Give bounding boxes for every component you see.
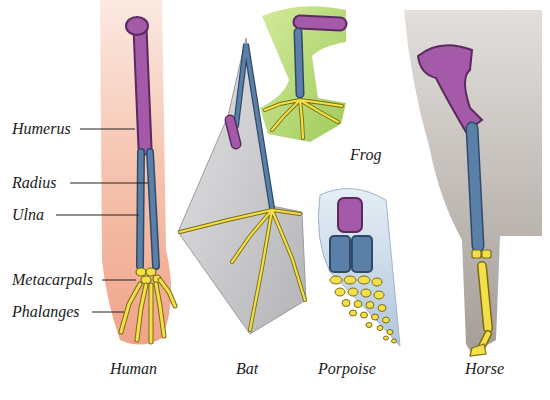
porpoise-ulna bbox=[330, 236, 350, 272]
porpoise-skin bbox=[318, 189, 400, 346]
porpoise-flipper bbox=[318, 189, 400, 346]
horse-carpal-bones bbox=[470, 250, 491, 356]
horse-skin bbox=[404, 10, 542, 354]
bat-finger-bones bbox=[180, 210, 305, 330]
animal-name: Frog bbox=[350, 146, 381, 164]
frog-skin bbox=[260, 6, 346, 142]
porpoise-humerus bbox=[338, 198, 362, 232]
horse-cannon-bone bbox=[482, 266, 488, 328]
porpoise-hand-bones bbox=[330, 276, 397, 343]
radius-bone bbox=[150, 152, 156, 266]
porpoise-radius bbox=[352, 236, 372, 272]
bat-humerus bbox=[230, 120, 236, 144]
bat-membrane bbox=[178, 38, 306, 334]
part-name: Metacarpals bbox=[12, 271, 93, 289]
horse-leg bbox=[404, 10, 542, 356]
animal-name: Bat bbox=[236, 360, 258, 378]
animal-name: Human bbox=[110, 360, 157, 378]
frog-limb bbox=[260, 6, 346, 142]
animal-name: Horse bbox=[465, 360, 504, 378]
part-name: Phalanges bbox=[12, 303, 80, 321]
human-arm bbox=[56, 0, 175, 345]
animal-name: Porpoise bbox=[318, 360, 376, 378]
humerus-bone bbox=[140, 28, 145, 148]
frog-finger-bones bbox=[265, 100, 342, 138]
ulna-bone bbox=[140, 152, 141, 266]
human-finger-bones bbox=[121, 280, 175, 342]
part-name: Humerus bbox=[12, 120, 71, 138]
part-name: Ulna bbox=[12, 206, 44, 224]
horse-humerus bbox=[418, 45, 482, 132]
frog-humerus bbox=[300, 22, 340, 24]
bat-wing bbox=[178, 38, 306, 334]
part-name: Radius bbox=[12, 174, 56, 192]
frog-radioulna bbox=[298, 32, 300, 94]
horse-radius bbox=[472, 128, 478, 246]
